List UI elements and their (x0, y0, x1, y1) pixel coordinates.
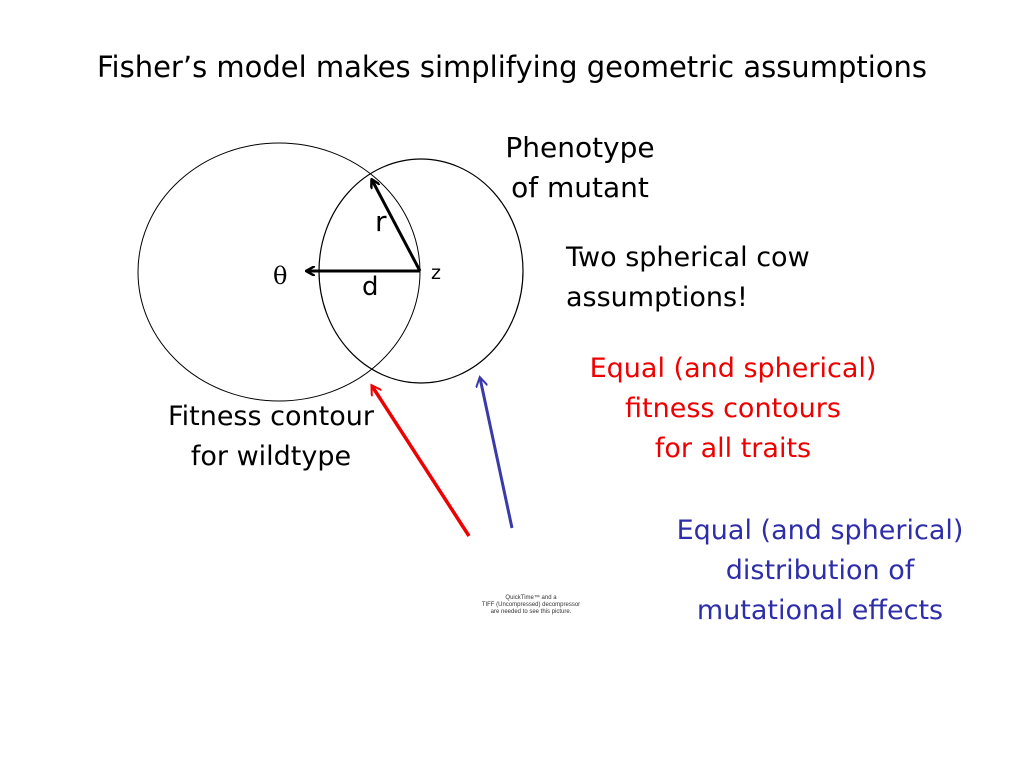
z-label: z (431, 262, 441, 284)
assumption-fitness-contours: Equal (and spherical) fitness contours f… (553, 349, 913, 469)
fitness-contour-line-1: Fitness contour (168, 401, 374, 432)
spherical-cow-line-2: assumptions! (566, 282, 748, 313)
slide-title: Fisher’s model makes simplifying geometr… (96, 50, 928, 84)
assumption-2-line-1: Equal (and spherical) (676, 515, 964, 546)
assumption-mutational-effects: Equal (and spherical) distribution of mu… (636, 511, 1004, 631)
quicktime-placeholder: QuickTime™ and a TIFF (Uncompressed) dec… (470, 595, 592, 616)
theta-label: θ (273, 262, 288, 290)
phenotype-line-2: of mutant (511, 171, 649, 204)
d-label: d (362, 272, 379, 302)
quicktime-line-1: QuickTime™ and a (505, 595, 557, 601)
assumption-1-line-1: Equal (and spherical) (589, 353, 877, 384)
assumption-2-line-3: mutational effects (696, 595, 944, 626)
phenotype-line-1: Phenotype (505, 131, 655, 164)
blue-pointer-arrow (480, 378, 514, 529)
spherical-cow-header: Two spherical cow assumptions! (566, 238, 810, 318)
assumption-2-line-2: distribution of (725, 555, 915, 586)
quicktime-line-3: are needed to see this picture. (490, 609, 572, 615)
r-vector-arrow (372, 180, 422, 272)
assumption-1-line-3: for all traits (654, 433, 812, 464)
phenotype-of-mutant-label: Phenotype of mutant (470, 128, 690, 208)
r-label: r (375, 205, 387, 238)
fitness-contour-label: Fitness contour for wildtype (140, 397, 402, 477)
fitness-contour-line-2: for wildtype (190, 441, 352, 472)
assumption-1-line-2: fitness contours (625, 393, 841, 424)
red-pointer-arrow (372, 386, 471, 537)
spherical-cow-line-1: Two spherical cow (566, 242, 810, 273)
quicktime-line-2: TIFF (Uncompressed) decompressor (481, 602, 581, 608)
